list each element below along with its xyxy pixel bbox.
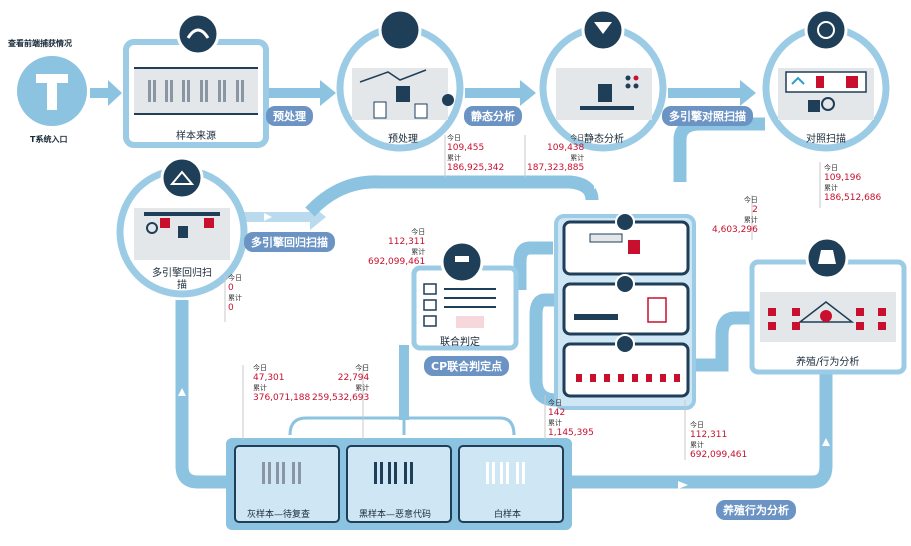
breeding-label: 养殖/行为分析 [796,357,860,368]
pipe-arrow-marks [178,166,830,489]
today-value: 109,196 [824,173,862,183]
stat-leaders [224,135,821,460]
white-bin[interactable] [458,445,564,523]
engine-stack[interactable] [554,212,696,410]
tag-static: 静态分析 [464,106,522,126]
preprocess-node[interactable] [336,8,464,152]
today-value: 112,311 [690,430,728,440]
today-label: 今日 [355,364,370,372]
static-analysis-label: 静态分析 [584,134,624,145]
today-value: 0 [228,283,234,293]
today-label: 今日 [690,421,704,429]
white-bin-label: 白样本 [494,510,522,520]
tag-multi-regression: 多引擎回归扫描 [244,232,335,252]
total-value: 4,603,296 [712,225,758,235]
entry-link[interactable]: 查看前端捕获情况 [8,39,72,48]
today-value: 47,301 [253,373,285,383]
total-label: 累计 [253,384,267,392]
total-label: 累计 [447,154,461,162]
black-bin[interactable] [346,445,452,523]
top-arrows [90,80,756,230]
today-label: 今日 [447,134,461,142]
total-label: 累计 [228,294,242,302]
total-value: 186,925,342 [447,163,505,173]
today-label: 今日 [228,274,242,282]
tag-breeding: 养殖行为分析 [716,500,796,520]
entry-caption: T系统入口 [30,135,68,144]
joint-judgment-label: 联合判定 [440,337,480,348]
compare-scan-node[interactable] [762,8,890,152]
total-label: 累计 [690,441,704,449]
sample-source-label: 样本来源 [176,131,216,142]
flow-pipes [175,117,833,489]
total-value: 259,532,693 [312,393,370,403]
stat-regression: 今日 0 累计 0 [228,273,242,313]
breeding-red-blocks [768,308,886,330]
entry-node[interactable] [17,56,87,126]
today-value: 142 [548,408,566,418]
stat-preprocess: 今日 109,455 累计 186,925,342 [447,133,504,173]
stat-compare: 今日 109,196 累计 186,512,686 [824,163,881,203]
sample-source-node[interactable] [123,12,269,148]
today-value: 109,438 [547,143,585,153]
sample-bars [148,80,244,102]
total-value: 692,099,461 [690,450,748,460]
black-bin-bars [374,462,413,484]
tag-multi-compare: 多引擎对照扫描 [662,106,753,126]
regression-scan-node[interactable] [116,156,248,298]
total-label: 累计 [570,154,585,162]
joint-judgment-node[interactable] [411,240,519,351]
engine-red-blocks [576,374,680,382]
grey-bin-bars [262,462,301,484]
grey-bin[interactable] [234,445,340,523]
stat-breeding-in: 今日 2 累计 4,603,296 [712,195,758,235]
regression-scan-label: 多引擎回归扫描 [152,268,212,291]
stat-engine-out: 今日 142 累计 1,145,395 [548,398,594,438]
total-value: 186,512,686 [824,193,882,203]
stat-static: 今日 109,438 累计 187,323,885 [527,133,584,173]
total-label: 累计 [411,248,426,256]
total-label: 累计 [548,419,562,427]
total-label: 累计 [355,384,370,392]
today-value: 112,311 [388,237,426,247]
today-value: 22,794 [337,373,370,383]
today-value: 2 [752,205,758,215]
stat-breeding-out: 今日 112,311 累计 692,099,461 [690,420,747,460]
preprocess-label: 预处理 [388,134,418,145]
total-label: 累计 [824,184,838,192]
bin-branches [288,416,516,436]
compare-scan-label: 对照扫描 [806,134,846,145]
stat-black-bin: 今日 22,794 累计 259,532,693 [312,363,369,403]
today-label: 今日 [824,164,838,172]
breeding-node[interactable] [749,236,907,375]
today-value: 109,455 [447,143,485,153]
tag-preprocess: 预处理 [266,106,313,126]
static-analysis-node[interactable] [539,8,667,152]
today-label: 今日 [743,196,758,204]
total-value: 187,323,885 [527,163,585,173]
tag-cp-point: CP联合判定点 [424,356,510,376]
total-value: 0 [228,303,234,313]
today-label: 今日 [570,134,585,142]
today-label: 今日 [411,228,426,236]
total-value: 692,099,461 [368,257,426,267]
today-label: 今日 [548,399,562,407]
total-value: 1,145,395 [548,428,594,438]
black-bin-label: 黑样本—恶意代码 [359,510,432,520]
total-label: 累计 [743,216,758,224]
white-bin-bars [486,462,525,484]
total-value: 376,071,188 [253,393,311,403]
grey-bin-label: 灰样本—待复查 [247,510,311,520]
stat-joint: 今日 112,311 累计 692,099,461 [368,227,425,267]
today-label: 今日 [253,364,267,372]
stat-grey-bin: 今日 47,301 累计 376,071,188 [253,363,310,403]
